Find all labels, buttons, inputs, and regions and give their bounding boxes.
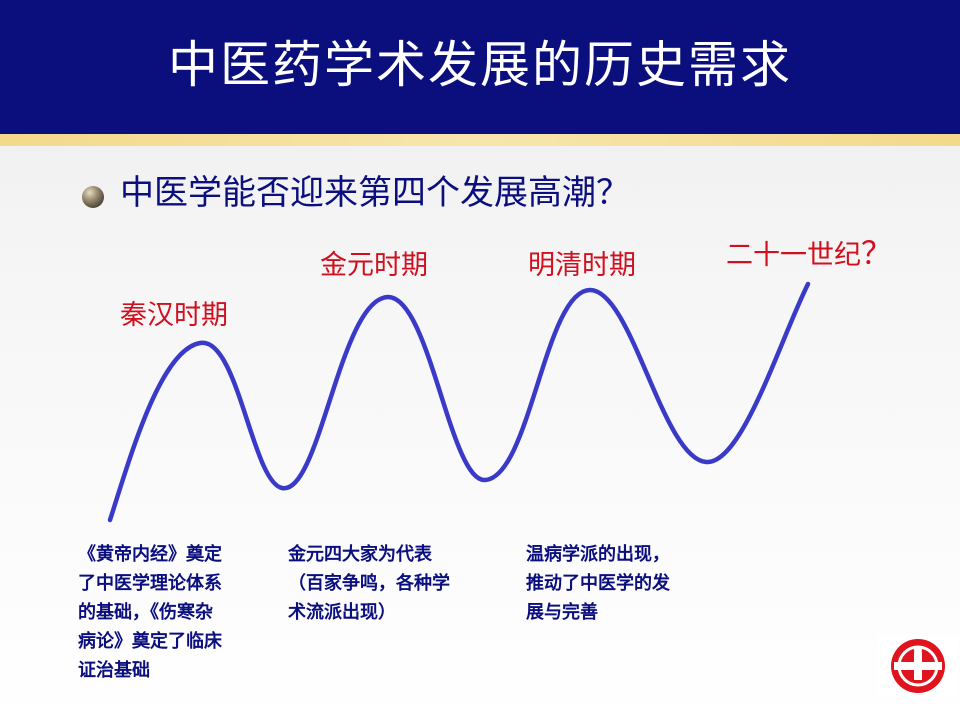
wave-line xyxy=(107,281,811,523)
red-circle-logo-icon xyxy=(878,636,958,696)
title-bar: 中医药学术发展的历史需求 xyxy=(0,0,960,134)
era-question-mark: ？ xyxy=(861,236,892,272)
era-qin-han: 秦汉时期 xyxy=(120,300,228,331)
era-21st-century-label: 二十一世纪 xyxy=(726,240,861,271)
slide-title: 中医药学术发展的历史需求 xyxy=(168,36,792,94)
description-qin-han: 《黄帝内经》奠定 了中医学理论体系 的基础，《伤寒杂 病论》奠定了临床 证治基础 xyxy=(78,544,222,681)
title-stripe xyxy=(0,134,960,146)
sphere-bullet-icon xyxy=(82,186,104,208)
description-jin-yuan: 金元四大家为代表 （百家争鸣，各种学 术流派出现） xyxy=(288,544,450,623)
era-21st-century: 二十一世纪？ xyxy=(726,236,892,274)
era-ming-qing: 明清时期 xyxy=(528,250,636,281)
main-question: 中医学能否迎来第四个发展高潮？ xyxy=(120,173,630,213)
description-ming-qing: 温病学派的出现， 推动了中医学的发 展与完善 xyxy=(526,544,670,623)
era-jin-yuan: 金元时期 xyxy=(320,250,428,281)
